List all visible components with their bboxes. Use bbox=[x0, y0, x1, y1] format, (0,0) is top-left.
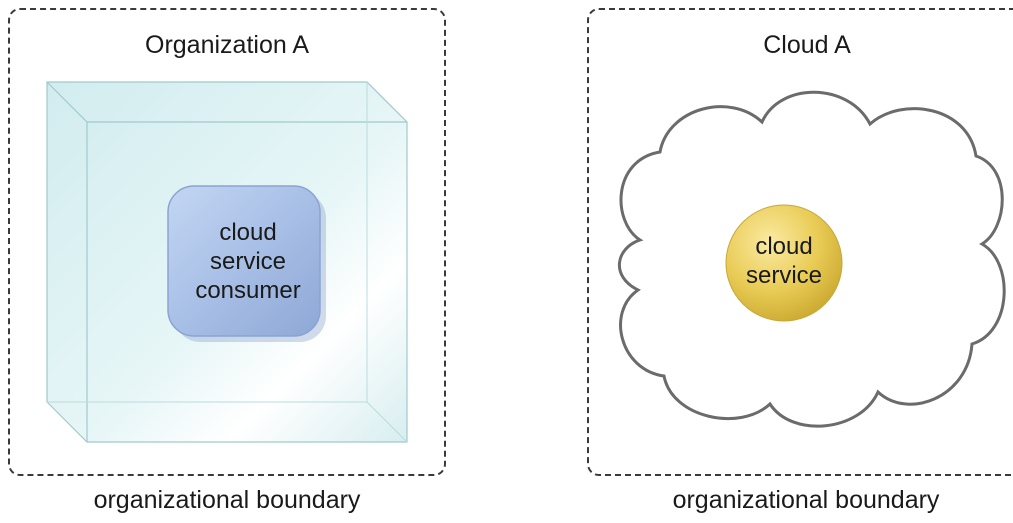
organization-title: Organization A bbox=[145, 31, 309, 59]
consumer-label-line: cloud bbox=[219, 219, 277, 246]
cloud-title: Cloud A bbox=[763, 31, 851, 59]
service-label: cloud service bbox=[728, 232, 840, 290]
cloud-service bbox=[725, 204, 843, 322]
organization-boundary-right bbox=[587, 8, 1013, 476]
organization-boundary-left bbox=[8, 8, 446, 476]
service-label-line: cloud bbox=[755, 233, 813, 260]
service-label-line: service bbox=[745, 262, 823, 289]
boundary-caption-left: organizational boundary bbox=[93, 486, 361, 514]
consumer-label-line: consumer bbox=[195, 277, 301, 304]
consumer-label: cloud service consumer bbox=[166, 218, 330, 305]
cloud-service-consumer bbox=[167, 185, 326, 342]
boundary-caption-right: organizational boundary bbox=[672, 486, 940, 514]
consumer-label-line: service bbox=[209, 248, 287, 275]
